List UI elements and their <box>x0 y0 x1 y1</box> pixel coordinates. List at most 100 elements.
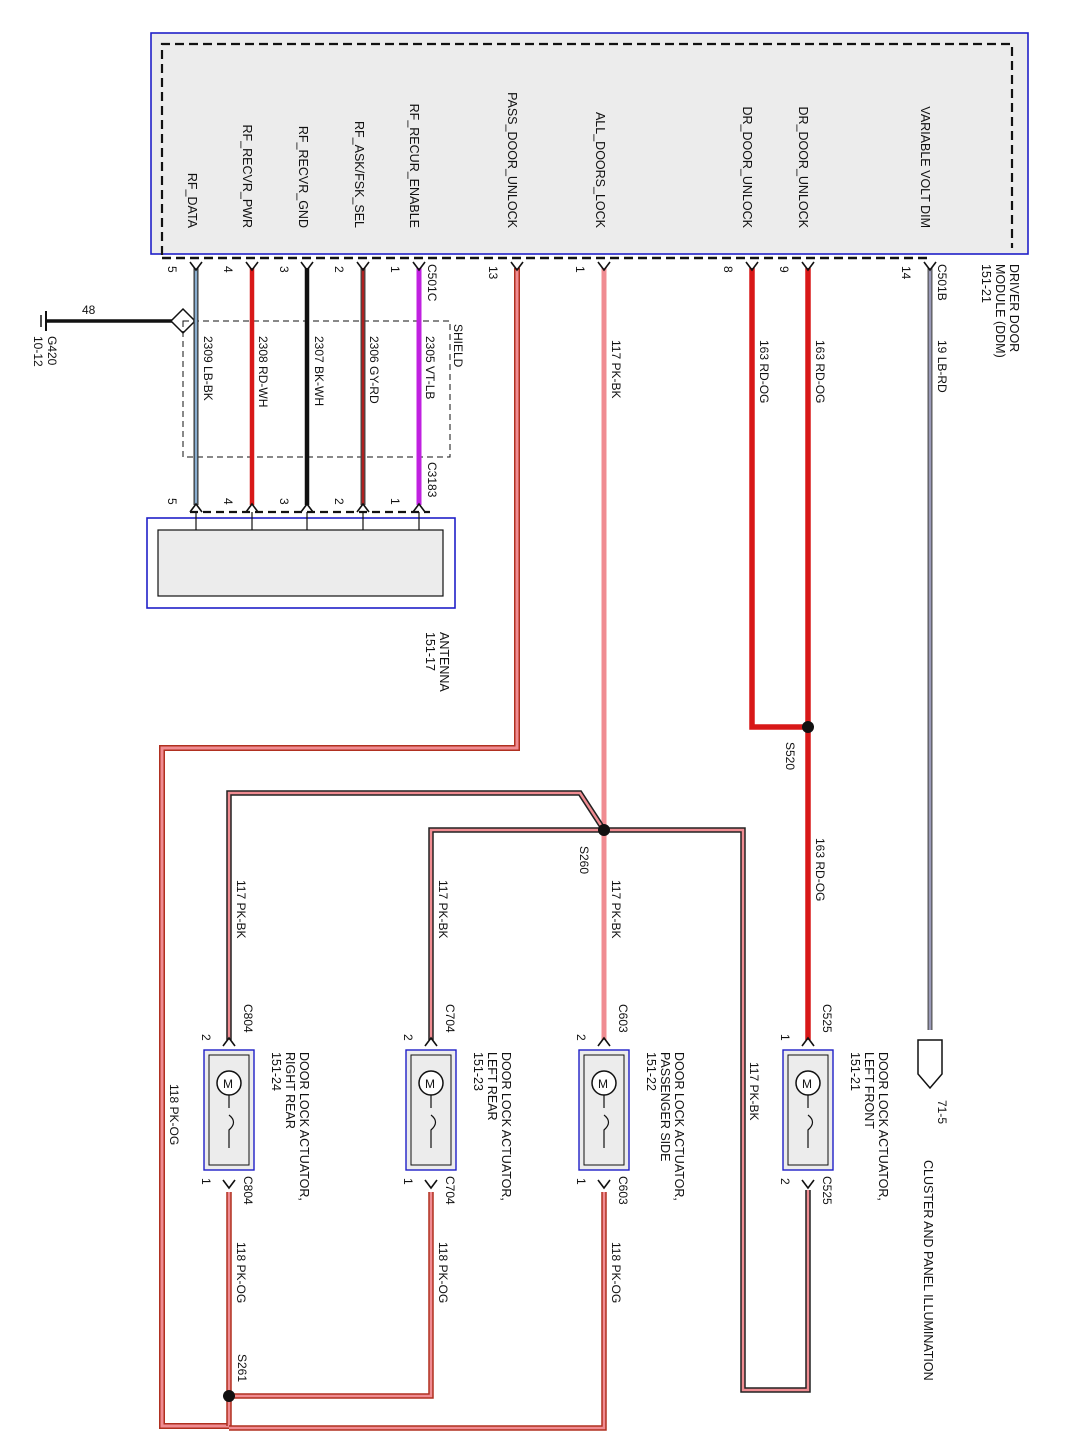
cluster-ref: 71-5 <box>935 1100 949 1124</box>
pin-number: 9 <box>777 266 791 273</box>
pin-number: 1 <box>573 266 587 273</box>
wire-117-branch-lf <box>604 827 811 1393</box>
actuator-name: RIGHT REAR <box>283 1052 297 1129</box>
antenna-pin-numbers: 5 4 3 2 1 <box>165 498 402 505</box>
arrow <box>412 261 426 272</box>
wire-label: 117 PK-BK <box>436 880 450 939</box>
splice-dot <box>598 824 610 836</box>
arrow <box>801 1036 815 1047</box>
cluster-connector: 71-5 CLUSTER AND PANEL ILLUMINATION <box>917 1039 949 1381</box>
splice-label: S261 <box>235 1354 249 1382</box>
signal-label: VARIABLE VOLT DIM <box>918 106 932 228</box>
pin-number: 1 <box>778 1034 792 1041</box>
pin-number: 1 <box>574 1178 588 1185</box>
wire-label: 2306 GY-RD <box>367 336 381 404</box>
splice-dot <box>802 721 814 733</box>
wire-label: 2305 VT-LB <box>423 336 437 399</box>
arrow <box>510 261 524 272</box>
pin-number: 3 <box>277 498 291 505</box>
signal-label: RF_ASK/FSK_SEL <box>352 121 366 228</box>
actuator-name: PASSENGER SIDE <box>658 1052 672 1162</box>
pin-number: 2 <box>199 1034 213 1041</box>
shield-label: SHIELD <box>451 324 465 368</box>
wire-118-lr <box>229 1192 434 1399</box>
connector-label: C525 <box>820 1004 834 1033</box>
arrow <box>424 1036 438 1047</box>
connector-label: C501C <box>425 264 439 302</box>
arrow <box>424 1179 438 1190</box>
module-frame <box>150 32 1029 255</box>
actuator-linkage <box>228 1095 235 1148</box>
rf-wire-labels: 2309 LB-BK 2308 RD-WH 2307 BK-WH 2306 GY… <box>201 336 437 407</box>
pin-number: 2 <box>332 498 346 505</box>
arrow <box>801 261 815 272</box>
wire-118-ps <box>229 1192 607 1431</box>
arrow <box>222 1179 236 1190</box>
antenna-name: ANTENNA <box>437 632 451 692</box>
pin-number: 2 <box>574 1034 588 1041</box>
actuator-name: LEFT REAR <box>485 1052 499 1121</box>
connector-label: C3183 <box>425 462 439 498</box>
signal-label: DR_DOOR_UNLOCK <box>740 106 754 228</box>
ground-wire-number: 48 <box>82 303 96 317</box>
wire-label: 118 PK-OG <box>234 1242 248 1303</box>
arrow <box>189 261 203 272</box>
module-name-line: 151-21 <box>979 264 993 303</box>
wire-117-branch-lr-fill <box>429 828 604 1040</box>
actuator-name: DOOR LOCK ACTUATOR, <box>499 1052 513 1201</box>
arrow <box>356 261 370 272</box>
antenna-pin-stubs <box>195 512 420 530</box>
wire-label: 117 PK-BK <box>609 880 623 939</box>
pin-number: 1 <box>401 1178 415 1185</box>
wire-label: 2308 RD-WH <box>256 336 270 407</box>
pin-number: 1 <box>388 498 402 505</box>
wire-label: 117 PK-BK <box>234 880 248 939</box>
pin-number: 1 <box>199 1178 213 1185</box>
actuator-name: DOOR LOCK ACTUATOR, <box>297 1052 311 1201</box>
module-signal-labels: RF_DATA RF_RECVR_PWR RF_RECVR_GND RF_ASK… <box>185 92 932 229</box>
signal-label: RF_RECVR_PWR <box>240 125 254 229</box>
actuator-linkage <box>807 1095 814 1148</box>
motor-letter: M <box>598 1077 608 1091</box>
arrow <box>245 502 259 513</box>
actuator-linkage <box>430 1095 437 1148</box>
pin-number: 14 <box>899 266 913 280</box>
actuator-name: DOOR LOCK ACTUATOR, <box>876 1052 890 1201</box>
ground-label: G420 <box>45 336 59 366</box>
wire-118-ps-fill <box>229 1192 606 1430</box>
wire-118-lr-fill <box>229 1192 433 1398</box>
wire-label: 2307 BK-WH <box>312 336 326 406</box>
wire-label: 163 RD-OG <box>813 340 827 403</box>
splices: S520 S260 S261 <box>223 721 814 1402</box>
arrow <box>300 261 314 272</box>
wire-label: 118 PK-OG <box>609 1242 623 1303</box>
door-wire-labels: 117 PK-BK 163 RD-OG 163 RD-OG 19 LB-RD 1… <box>167 340 949 1303</box>
arrow <box>597 1036 611 1047</box>
antenna-body <box>157 529 444 597</box>
module-pin-numbers: 5 4 3 2 1 13 1 8 9 14 <box>165 266 913 280</box>
splice-label: S260 <box>577 846 591 874</box>
connector-label: C525 <box>820 1176 834 1205</box>
connector-label: C704 <box>443 1176 457 1205</box>
module-name: DRIVER DOOR MODULE (DDM) 151-21 <box>979 264 1021 358</box>
pin-number: 5 <box>165 498 179 505</box>
wire-label: 163 RD-OG <box>813 838 827 901</box>
arrow <box>245 261 259 272</box>
arrow <box>412 502 426 513</box>
signal-label: RF_RECVR_GND <box>296 126 310 228</box>
actuator-name: 151-22 <box>644 1052 658 1091</box>
wire-label: 117 PK-BK <box>609 340 623 399</box>
arrow <box>597 1179 611 1190</box>
pin-number: 3 <box>277 266 291 273</box>
wire-label: 117 PK-BK <box>747 1062 761 1121</box>
cluster-arrow <box>917 1039 943 1090</box>
module-name-line: MODULE (DDM) <box>993 264 1007 358</box>
motor-letter: M <box>802 1077 812 1091</box>
arrow <box>597 261 611 272</box>
pin-number: 5 <box>165 266 179 273</box>
connector-label: C804 <box>241 1004 255 1033</box>
pin-number: 13 <box>486 266 500 280</box>
connector-label: C501B <box>935 264 949 301</box>
module-name-line: DRIVER DOOR <box>1007 264 1021 352</box>
wire-label: 19 LB-RD <box>935 340 949 393</box>
